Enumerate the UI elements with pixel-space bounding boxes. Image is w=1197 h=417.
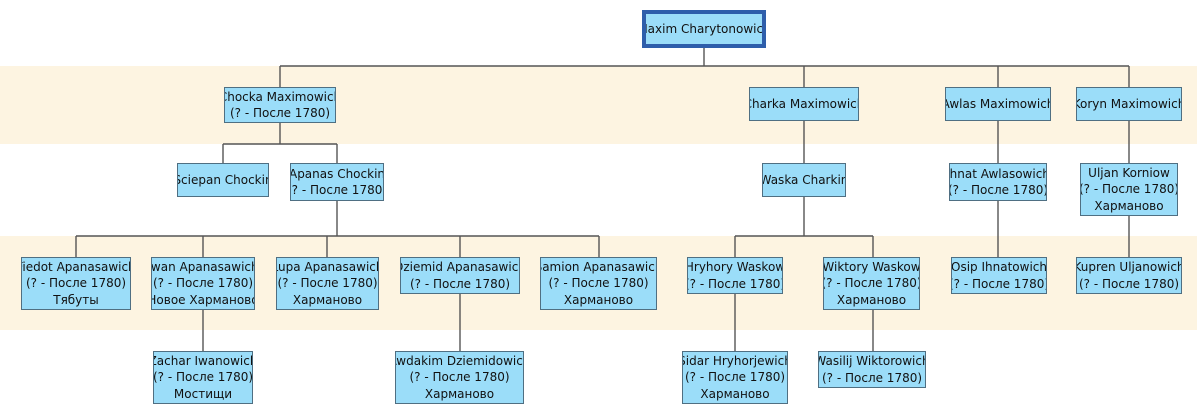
- person-name: Sidar Hryhorjewich: [682, 353, 788, 368]
- person-apanas-chockin[interactable]: Apanas Chockin (? - После 1780): [290, 163, 384, 201]
- person-name: Sciepan Chockin: [177, 172, 269, 187]
- person-name: Awdakim Dziemidowich: [395, 353, 524, 368]
- person-dates: (? - После 1780): [821, 370, 923, 385]
- person-place: Харманово: [563, 292, 634, 307]
- person-hryhory-waskow[interactable]: Hryhory Waskow (? - После 1780): [687, 257, 783, 294]
- person-koryn-maximowich[interactable]: Koryn Maximowich: [1076, 87, 1182, 121]
- person-dates: (? - После 1780): [290, 183, 384, 197]
- person-iwan-apanasawich[interactable]: Iwan Apanasawich (? - После 1780) Новое …: [151, 257, 255, 310]
- person-dates: (? - После 1780): [687, 276, 783, 291]
- person-dates: (? - После 1780): [409, 276, 511, 291]
- person-samion-apanasawich[interactable]: Samion Apanasawich (? - После 1780) Харм…: [540, 257, 657, 310]
- person-osip-ihnatowich[interactable]: Osip Ihnatowich (? - После 1780): [951, 257, 1047, 294]
- person-name: Lupa Apanasawich: [276, 259, 379, 274]
- person-dates: (? - После 1780): [951, 276, 1047, 291]
- person-place: Новое Харманово: [151, 292, 255, 307]
- person-waska-charkin[interactable]: Waska Charkin: [762, 163, 846, 197]
- person-dates: (? - После 1780): [277, 276, 378, 291]
- person-sidar-hryhorjewich[interactable]: Sidar Hryhorjewich (? - После 1780) Харм…: [682, 351, 788, 404]
- person-name: Awlas Maximowich: [945, 96, 1051, 111]
- person-dates: (? - После 1780): [152, 276, 254, 291]
- person-awlas-maximowich[interactable]: Awlas Maximowich: [945, 87, 1051, 121]
- person-name: Koryn Maximowich: [1076, 96, 1182, 111]
- person-zachar-iwanowich[interactable]: Zachar Iwanowich (? - После 1780) Мостищ…: [153, 351, 253, 404]
- person-kupren-uljanowich[interactable]: Kupren Uljanowich (? - После 1780): [1076, 257, 1182, 294]
- person-dates: (? - После 1780): [409, 370, 510, 385]
- person-name: Hryhory Waskow: [687, 260, 783, 274]
- person-place: Харманово: [424, 386, 495, 401]
- person-name: Samion Apanasawich: [540, 259, 657, 274]
- person-awdakim-dziemidowich[interactable]: Awdakim Dziemidowich (? - После 1780) Ха…: [395, 351, 524, 404]
- person-place: Харманово: [292, 292, 363, 307]
- person-name: Uljan Korniow: [1088, 165, 1170, 180]
- person-ihnat-awlasowich[interactable]: Ihnat Awlasowich (? - После 1780): [949, 163, 1047, 201]
- person-name: Maxim Charytonowich: [642, 21, 766, 36]
- person-name: Fiedot Apanasawich: [21, 259, 131, 274]
- person-fiedot-apanasawich[interactable]: Fiedot Apanasawich (? - После 1780) Тябу…: [21, 257, 131, 310]
- person-uljan-korniow[interactable]: Uljan Korniow (? - После 1780) Харманово: [1080, 163, 1178, 216]
- person-dates: (? - После 1780): [548, 276, 649, 291]
- person-name: Wasilij Wiktorowich: [818, 354, 926, 368]
- person-dates: (? - После 1780): [823, 276, 920, 291]
- person-maxim-charytonowich[interactable]: Maxim Charytonowich: [642, 10, 766, 48]
- person-dates: (? - После 1780): [684, 370, 786, 385]
- person-name: Ihnat Awlasowich: [949, 166, 1047, 181]
- person-name: Kupren Uljanowich: [1076, 260, 1182, 274]
- person-sciepan-chockin[interactable]: Sciepan Chockin: [177, 163, 269, 197]
- person-name: Chocka Maximowich: [224, 89, 336, 104]
- person-dates: (? - После 1780): [25, 276, 127, 291]
- person-wasilij-wiktorowich[interactable]: Wasilij Wiktorowich (? - После 1780): [818, 351, 926, 388]
- person-place: Харманово: [836, 292, 907, 307]
- person-chocka-maximowich[interactable]: Chocka Maximowich (? - После 1780): [224, 87, 336, 123]
- person-name: Charka Maximowich: [749, 96, 859, 111]
- person-name: Dziemid Apanasawich: [400, 260, 520, 274]
- person-dates: (? - После 1780): [153, 370, 253, 385]
- person-name: Apanas Chockin: [290, 166, 384, 181]
- person-dates: (? - После 1780): [1080, 182, 1178, 197]
- person-name: Wiktory Waskow: [823, 259, 920, 274]
- person-name: Iwan Apanasawich: [151, 259, 255, 274]
- person-place: Харманово: [700, 386, 770, 401]
- person-lupa-apanasawich[interactable]: Lupa Apanasawich (? - После 1780) Харман…: [276, 257, 379, 310]
- person-dziemid-apanasawich[interactable]: Dziemid Apanasawich (? - После 1780): [400, 257, 520, 294]
- person-wiktory-waskow[interactable]: Wiktory Waskow (? - После 1780) Харманов…: [823, 257, 920, 310]
- person-charka-maximowich[interactable]: Charka Maximowich: [749, 87, 859, 121]
- person-place: Тябуты: [53, 292, 99, 307]
- person-name: Zachar Iwanowich: [153, 353, 253, 368]
- person-place: Харманово: [1094, 198, 1164, 213]
- person-name: Waska Charkin: [762, 172, 846, 187]
- person-name: Osip Ihnatowich: [951, 260, 1047, 274]
- person-dates: (? - После 1780): [229, 106, 331, 120]
- person-dates: (? - После 1780): [949, 183, 1047, 197]
- person-dates: (? - После 1780): [1078, 276, 1180, 291]
- person-place: Мостищи: [173, 386, 233, 401]
